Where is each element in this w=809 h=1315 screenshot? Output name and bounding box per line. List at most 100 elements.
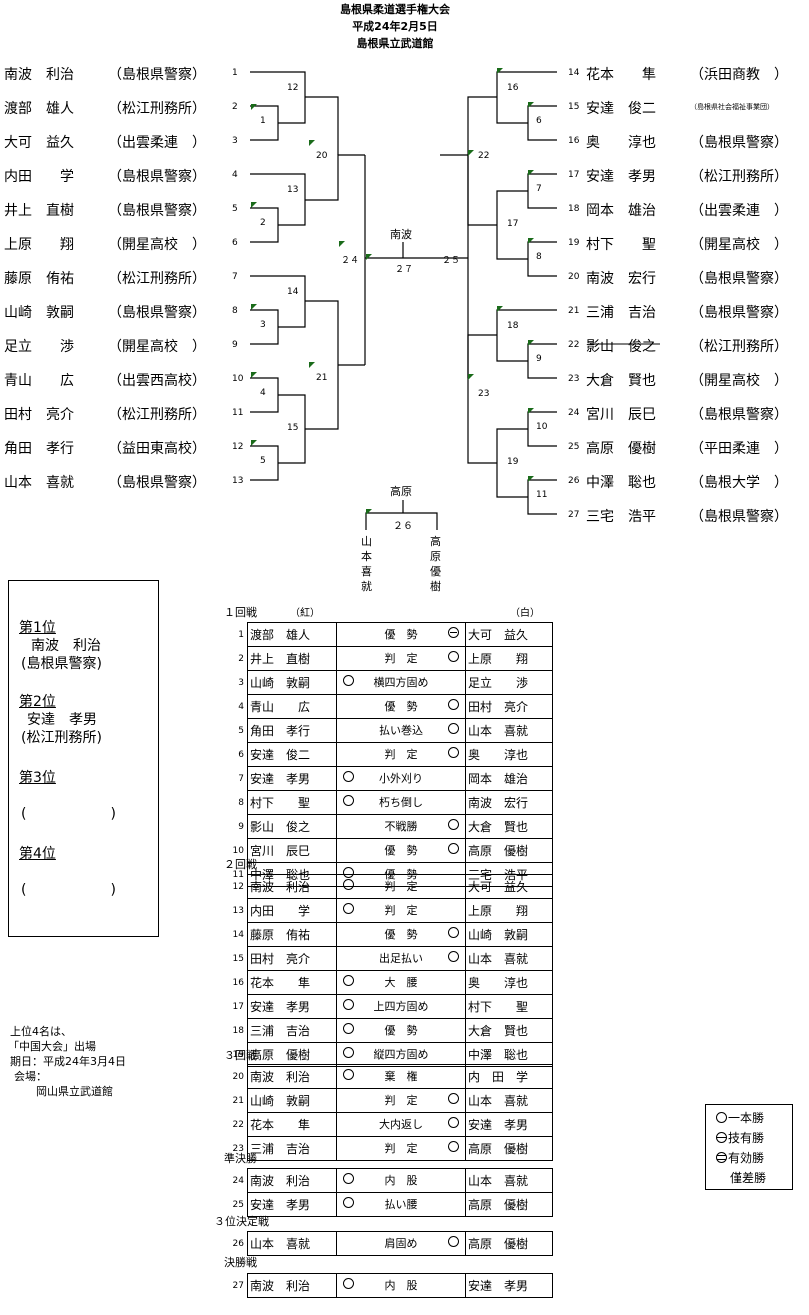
bracket-match-number: 17 [507,219,519,229]
left-player-number: 4 [232,170,238,180]
red-player: 井上 直樹 [247,646,337,671]
match-technique-cell: 棄 権 [336,1064,466,1089]
white-player: 大可 益久 [465,622,553,647]
winner-flag-marker [251,304,257,310]
right-player-name: 影山 俊之 [586,339,656,355]
red-player: 安達 孝男 [247,994,337,1019]
match-technique: 優 勢 [384,628,418,641]
red-player: 山崎 敦嗣 [247,1088,337,1113]
right-win-circle-icon [448,1236,459,1247]
match-technique: 優 勢 [384,1024,418,1037]
white-player: 村下 聖 [465,994,553,1019]
white-player: 岡本 雄治 [465,766,553,791]
left-win-circle-icon [343,1069,354,1080]
second-place-team: (松江刑務所) [21,730,102,746]
tournament-date: 平成24年2月5日 [352,20,438,33]
left-player-name: 上原 翔 [4,237,74,253]
red-player: 南波 利治 [247,1168,337,1193]
match-technique-cell: 優 勢 [336,838,466,863]
yuko-circle-icon [716,1152,727,1163]
left-player-name: 南波 利治 [4,67,74,83]
right-player-team: （平田柔連 ） [690,441,788,457]
match-row: 27 南波 利治 内 股 安達 孝男 [226,1273,553,1298]
right-player-team: （島根県警察） [690,407,788,423]
bracket-match-number: 14 [287,287,299,297]
right-player-number: 27 [568,510,580,520]
white-player: 高原 優樹 [465,838,553,863]
match-number: 27 [232,1280,244,1291]
right-player-name: 宮川 辰巳 [586,407,656,423]
left-player-name: 内田 学 [4,169,74,185]
bracket-match-number: 9 [536,354,542,364]
red-player: 藤原 侑祐 [247,922,337,947]
bracket-match-number: 8 [536,252,542,262]
left-win-circle-icon [343,879,354,890]
white-player: 中澤 聡也 [465,1042,553,1067]
red-player: 角田 孝行 [247,718,337,743]
left-player-number: 2 [232,102,238,112]
bracket-match-number: 1 [260,116,266,126]
match-number: 11 [232,869,244,880]
note-line-1: 上位4名は、 [10,1025,72,1038]
left-win-circle-icon [343,903,354,914]
match-technique-cell: 上四方固め [336,994,466,1019]
white-player: 山本 喜就 [465,1168,553,1193]
right-win-circle-icon [448,927,459,938]
match-technique-cell: 縦四方固め [336,1042,466,1067]
right-player-number: 16 [568,136,580,146]
winner-flag-marker [468,374,474,380]
left-win-circle-icon [343,999,354,1010]
match-number: 25 [232,1199,244,1210]
legend-waza-ari: 技有勝 [716,1129,764,1146]
match-technique-cell: 判 定 [336,742,466,767]
match-number: 17 [232,1001,244,1012]
winner-flag-marker [309,140,315,146]
left-player-team: （島根県警察） [108,203,206,219]
red-player: 内田 学 [247,898,337,923]
match-number: 2 [238,653,244,664]
ippon-circle-icon [716,1112,727,1123]
waza-ari-circle-icon [716,1132,727,1143]
bracket-match-number: 10 [536,422,548,432]
match-technique: 不戦勝 [384,820,418,833]
match-technique-cell: 判 定 [336,1136,466,1161]
note-line-4: 会場： [14,1070,47,1083]
match-number: 6 [238,749,244,760]
right-player-team: （松江刑務所） [690,169,788,185]
bracket-match-number: ２４ [341,256,360,266]
match-row: 2 井上 直樹 判 定 上原 翔 [226,646,553,671]
match-row: 8 村下 聖 朽ち倒し 南波 宏行 [226,790,553,815]
winner-flag-marker [339,241,345,247]
match-technique: 縦四方固め [373,1048,429,1061]
final-match-label: 決勝戦 [224,1256,257,1269]
winner-flag-marker [251,440,257,446]
right-player-team: （島根県警察） [690,271,788,287]
match-technique-cell: 肩固め [336,1231,466,1256]
right-player-name: 南波 宏行 [586,271,656,287]
winner-flag-marker [528,238,534,244]
match-row: 20 南波 利治 棄 権 内 田 学 [226,1064,553,1089]
match-number: 21 [232,1095,244,1106]
match-technique: 優 勢 [384,700,418,713]
left-player-team: （開星高校 ） [108,339,206,355]
red-label: （紅） [290,608,320,619]
match-number: 13 [232,905,244,916]
right-player-number: 24 [568,408,580,418]
right-player-number: 23 [568,374,580,384]
results-table: 1 渡部 雄人 優 勢 大可 益久 2 井上 直樹 判 定 上原 翔 3 山崎 … [226,622,553,887]
bracket-match-number: 22 [478,151,490,161]
match-row: 1 渡部 雄人 優 勢 大可 益久 [226,622,553,647]
white-player: 高原 優樹 [465,1192,553,1217]
match-technique: 大 腰 [384,976,418,989]
legend-yuko: 有効勝 [716,1149,764,1166]
third-place-value: ( ) [21,806,116,822]
left-player-team: （出雲西高校） [108,373,206,389]
right-player-number: 25 [568,442,580,452]
match-number: 15 [232,953,244,964]
left-player-number: 11 [232,408,244,418]
right-player-name: 大倉 賢也 [586,373,656,389]
winner-flag-marker [528,102,534,108]
left-win-circle-icon [343,675,354,686]
left-player-team: （松江刑務所） [108,271,206,287]
match-technique-cell: 判 定 [336,1088,466,1113]
